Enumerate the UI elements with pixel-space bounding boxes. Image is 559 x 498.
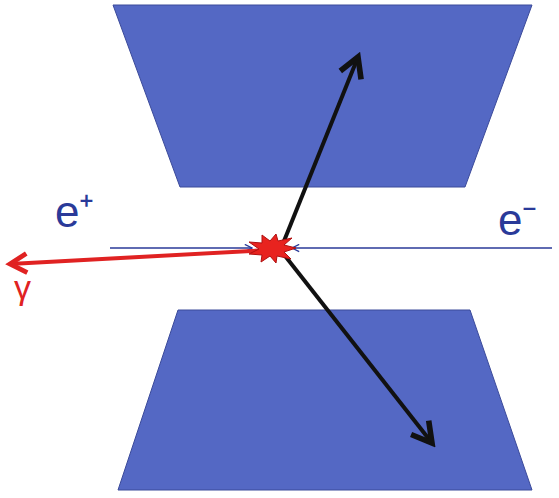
detector-block: [118, 310, 532, 490]
particle-track: [282, 252, 432, 443]
electron-beam: [292, 247, 552, 249]
collision-burst: [249, 234, 296, 263]
photon-track: [10, 250, 268, 264]
photon-label: γ: [14, 270, 31, 304]
positron-beam: [110, 247, 252, 249]
particle-label: e⁺: [55, 190, 94, 234]
particle-label: e⁻: [498, 198, 537, 242]
particle-track: [282, 57, 358, 246]
detector-block: [113, 5, 532, 187]
